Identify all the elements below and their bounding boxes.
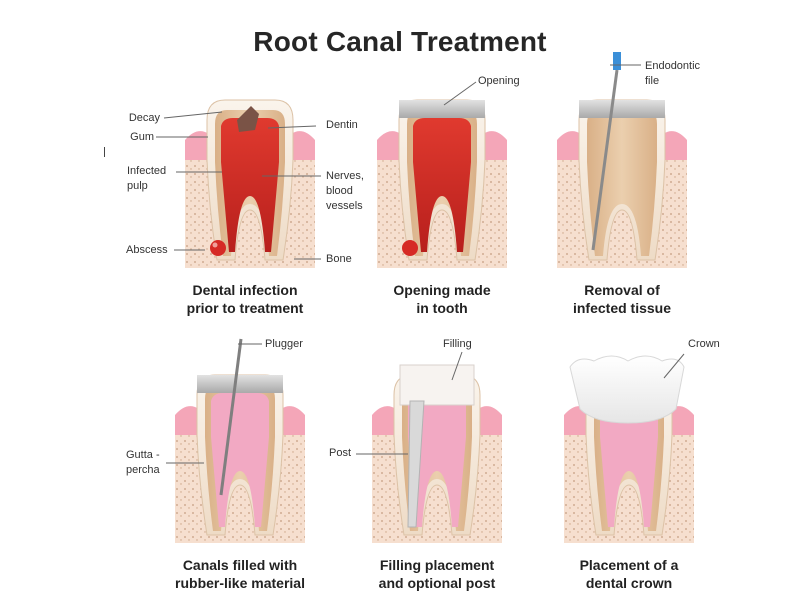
tooth-panel-infection [185,99,315,268]
label-endodontic-file-2: file [645,75,660,87]
tooth-panel-crown [564,355,694,543]
label-nerves-1: Nerves, [326,170,364,182]
label-bone: Bone [326,253,352,265]
label-gum: Gum [130,131,154,143]
label-crown: Crown [688,338,720,350]
tooth-panel-filled [175,338,305,543]
label-nerves-2: blood [326,185,353,197]
tooth-panel-post [372,364,502,543]
caption-panel-1-line-2: prior to treatment [186,300,304,316]
label-endodontic-file-1: Endodontic [645,60,701,72]
label-nerves-3: vessels [326,200,363,212]
caption-panel-1-line-1: Dental infection [192,282,298,298]
caption-panel-2-line-1: Opening made [393,282,491,298]
text-cursor [104,147,105,157]
caption-panel-4-line-2: rubber-like material [175,575,305,591]
label-filling: Filling [443,338,472,350]
caption-panel-3-line-1: Removal of [584,282,660,298]
caption-panel-5-line-2: and optional post [378,575,496,591]
leader-lines [156,64,685,464]
label-gutta-percha-2: percha [126,464,160,476]
label-post: Post [329,447,352,459]
caption-panel-3-line-2: infected tissue [572,300,672,316]
caption-panel-2-line-2: in tooth [416,300,468,316]
label-dentin: Dentin [326,119,358,131]
label-infected-pulp-2: pulp [127,180,148,192]
label-infected-pulp-1: Infected [127,165,167,177]
tooth-panel-removal [557,52,687,268]
label-plugger: Plugger [265,338,303,350]
label-gutta-percha-1: Gutta - [126,449,160,461]
diagram-title: Root Canal Treatment [253,26,547,57]
label-opening: Opening [478,75,520,87]
caption-panel-5-line-1: Filling placement [379,557,495,573]
caption-panel-4-line-1: Canals filled with [182,557,298,573]
caption-panel-6-line-2: dental crown [585,575,673,591]
tooth-panel-opening [377,99,507,268]
label-decay: Decay [128,112,160,124]
caption-panel-6-line-1: Placement of a [579,557,679,573]
label-abscess: Abscess [126,244,168,256]
